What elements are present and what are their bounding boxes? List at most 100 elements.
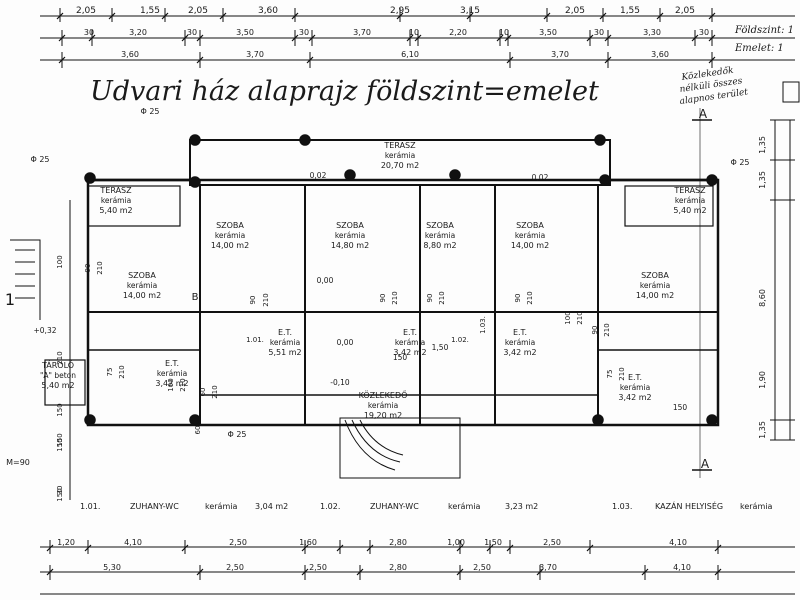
left-mark-m90: M=90 (6, 458, 30, 467)
legend-room-name: KAZÁN HELYISÉG (655, 500, 723, 511)
top-dim-row2: 30 (594, 28, 604, 37)
top-dim-row1: 3,60 (258, 6, 278, 16)
column-marker (592, 414, 604, 426)
left-dim: 210 (56, 351, 64, 364)
bottom-dim-row1: 2,80 (389, 538, 407, 547)
dim-tick (291, 12, 299, 20)
room-area: 14,00 m2 (511, 241, 549, 250)
column-marker (84, 172, 96, 184)
right-dim: 1,35 (758, 171, 767, 189)
top-dim-row2: 30 (84, 28, 94, 37)
column-marker (449, 169, 461, 181)
dim-tick (496, 34, 504, 42)
opening-dim: 75 (606, 370, 614, 379)
dim-tick (599, 12, 607, 20)
opening-dim: 210 (603, 323, 611, 336)
dim-tick (46, 568, 54, 576)
dim-tick (414, 34, 422, 42)
dim-tick (196, 568, 204, 576)
bottom-dim-row2: 3,70 (539, 563, 557, 572)
level-label: 0,02 (532, 173, 549, 182)
dim-tick (301, 544, 309, 552)
top-dim-row3: 3,70 (551, 50, 569, 59)
level-label: 150 (673, 403, 688, 412)
dim-tick (356, 568, 364, 576)
room-area: 14,80 m2 (331, 241, 369, 250)
dim-tick (301, 568, 309, 576)
opening-dim: 210 (262, 293, 270, 306)
pipe-label-nw: Φ 25 (140, 107, 159, 116)
dim-tick (506, 544, 514, 552)
room-name: E.T. (628, 373, 642, 382)
level-label: -0,10 (330, 378, 350, 387)
top-dim-row2: 2,20 (449, 28, 467, 37)
room-material: kerámia (620, 383, 650, 392)
room-number: 1.03. (479, 316, 487, 334)
top-dim-row2: 10 (409, 28, 419, 37)
room-material: kerámia (270, 338, 300, 347)
top-dim-row1: 2,05 (76, 6, 96, 16)
dim-tick (586, 34, 594, 42)
opening-dim: 90 (591, 326, 599, 335)
dim-tick (308, 34, 316, 42)
opening-dim: 210 (438, 291, 446, 304)
top-dim-row1: 2,05 (188, 6, 208, 16)
top-dim-row2: 30 (187, 28, 197, 37)
dim-tick (504, 34, 512, 42)
room-number: 1.01. (246, 336, 264, 344)
corner-note-upper-floor: Emelet: 1 (734, 43, 784, 54)
opening-dim: 90 (249, 296, 257, 305)
room-area: 3,42 m2 (503, 348, 536, 357)
room-material: "A" beton (40, 371, 76, 380)
dim-tick (396, 12, 404, 20)
legend-material: kerámia (205, 502, 237, 511)
room-area: 14,00 m2 (211, 241, 249, 250)
opening-dim: 90 (379, 294, 387, 303)
room-material: kerámia (640, 281, 670, 290)
left-mark-1: 1 (5, 290, 15, 309)
room-name: SZOBA (426, 221, 454, 230)
dim-tick (586, 544, 594, 552)
left-dim: 30 (56, 486, 64, 495)
outer-wall (86, 178, 720, 427)
opening-dim: 90 (84, 264, 92, 273)
dim-tick (641, 568, 649, 576)
column-marker (189, 414, 201, 426)
left-mark-b: B (192, 292, 199, 303)
room-area: 8,80 m2 (423, 241, 456, 250)
right-terrace-box (624, 185, 714, 227)
level-label: 0,00 (317, 276, 334, 285)
legend-number: 1.02. (320, 502, 340, 511)
opening-dim: 210 (179, 378, 187, 391)
section-arrow (692, 119, 712, 471)
right-dim: 1,90 (758, 371, 767, 389)
opening-dim: 210 (526, 291, 534, 304)
room-material: kerámia (215, 231, 245, 240)
top-dim-row3: 3,70 (246, 50, 264, 59)
dim-tick (108, 12, 116, 20)
bottom-dim-row1: 2,50 (543, 538, 561, 547)
column-marker (706, 174, 718, 186)
top-dim-row1: 2,05 (565, 6, 585, 16)
stair-box (339, 417, 461, 479)
top-dim-row1: 1,55 (140, 6, 160, 16)
bottom-dim-row1: 1,60 (299, 538, 317, 547)
opening-dim: 210 (618, 367, 626, 380)
dim-tick (336, 544, 344, 552)
opening-dim: 210 (118, 365, 126, 378)
level-label: 0,00 (337, 338, 354, 347)
room-material: kerámia (675, 196, 705, 205)
room-name: SZOBA (216, 221, 244, 230)
bottom-dim-row2: 5,30 (103, 563, 121, 572)
left-terrace-box (87, 185, 181, 227)
bottom-dim-row2: 2,50 (309, 563, 327, 572)
legend-material: kerámia (448, 502, 480, 511)
dim-tick (543, 12, 551, 20)
left-dim: 150 (56, 403, 64, 416)
dim-tick (406, 34, 414, 42)
room-area: 3,42 m2 (155, 379, 188, 388)
column-marker (599, 174, 611, 186)
room-name: E.T. (513, 328, 527, 337)
bottom-dim-row1: 4,10 (669, 538, 687, 547)
